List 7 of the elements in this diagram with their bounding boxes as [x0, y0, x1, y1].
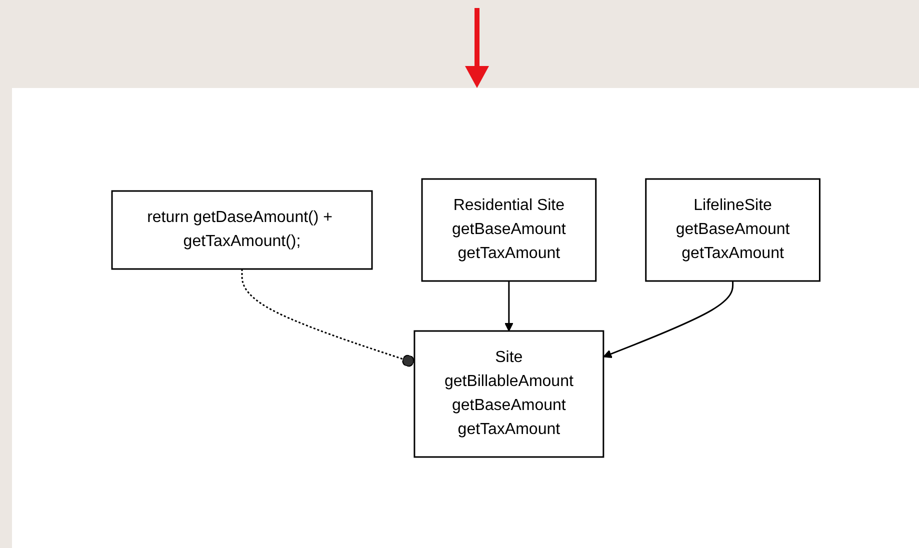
connector: [240, 269, 414, 367]
node-box: Site getBillableAmount getBaseAmount getTaxAmount: [413, 330, 604, 458]
node-box: Residential Site getBaseAmount getTaxAmount: [420, 178, 596, 282]
node-box: return getDaseAmount() + getTaxAmount();: [110, 190, 372, 270]
arrow: [504, 281, 513, 332]
node-box: LifelineSite getBaseAmount getTaxAmount: [644, 178, 820, 282]
arrow: [602, 281, 734, 358]
